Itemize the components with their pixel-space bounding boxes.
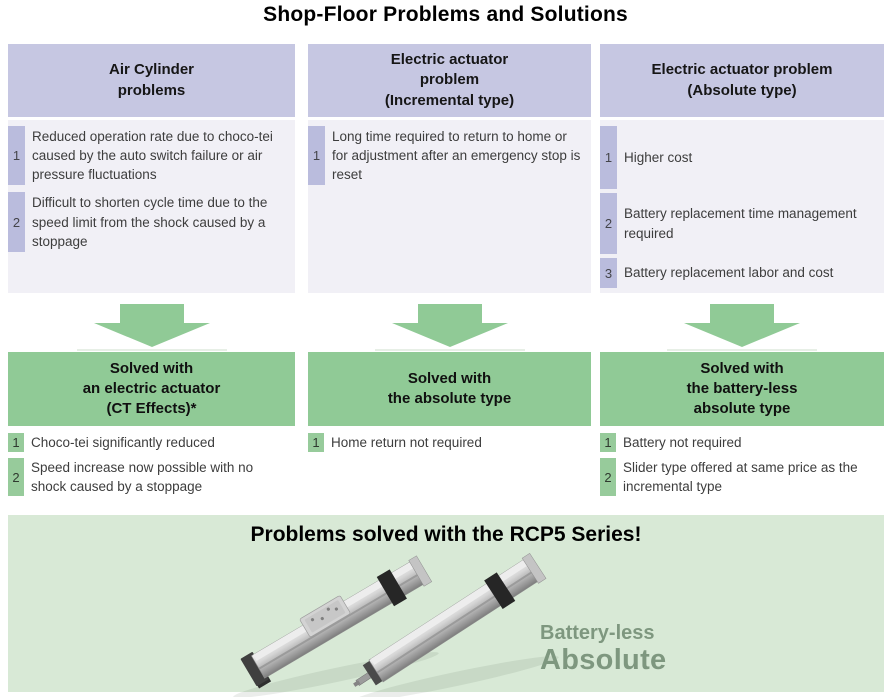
problem-item: 1 Higher cost xyxy=(600,126,881,189)
solution-header-electric-actuator: Solved with an electric actuator (CT Eff… xyxy=(8,352,295,426)
item-number: 1 xyxy=(600,433,616,453)
column-absolute-type: Electric actuator problem (Absolute type… xyxy=(600,44,884,512)
down-arrow-icon xyxy=(684,304,800,347)
item-number: 2 xyxy=(600,458,616,497)
solution-item: 1 Home return not required xyxy=(308,433,588,453)
item-text: Battery not required xyxy=(623,435,742,450)
column-incremental-type: Electric actuator problem (Incremental t… xyxy=(308,44,591,512)
absolute-text: Absolute xyxy=(540,644,667,677)
problem-list-incremental: 1 Long time required to return to home o… xyxy=(308,120,591,293)
item-text: Home return not required xyxy=(331,435,482,450)
down-arrow-icon xyxy=(93,304,210,347)
problem-header-incremental: Electric actuator problem (Incremental t… xyxy=(308,44,591,117)
item-number: 1 xyxy=(600,126,617,189)
solution-item: 1 Battery not required xyxy=(600,433,881,453)
item-text: Reduced operation rate due to choco-tei … xyxy=(32,129,273,183)
problem-list-air-cylinder: 1 Reduced operation rate due to choco-te… xyxy=(8,120,295,293)
item-number: 3 xyxy=(600,258,617,288)
solution-item: 2 Speed increase now possible with no sh… xyxy=(8,458,292,497)
slider-actuator xyxy=(240,555,433,689)
item-text: Speed increase now possible with no shoc… xyxy=(31,460,254,495)
item-number: 1 xyxy=(8,433,24,453)
item-text: Choco-tei significantly reduced xyxy=(31,435,215,450)
problem-item: 2 Battery replacement time management re… xyxy=(600,193,881,254)
solution-list-electric-actuator: 1 Choco-tei significantly reduced 2 Spee… xyxy=(8,426,295,512)
item-text: Slider type offered at same price as the… xyxy=(623,460,858,495)
columns-container: Air Cylinder problems 1 Reduced operatio… xyxy=(8,44,884,512)
item-number: 2 xyxy=(8,192,25,252)
solution-header-absolute-type: Solved with the absolute type xyxy=(308,352,591,426)
solution-item: 2 Slider type offered at same price as t… xyxy=(600,458,881,497)
item-text: Battery replacement labor and cost xyxy=(624,265,834,281)
actuator-product-image xyxy=(233,552,559,697)
battery-less-absolute-label: Battery-less Absolute xyxy=(540,622,666,677)
item-number: 2 xyxy=(8,458,24,497)
problem-header-absolute: Electric actuator problem (Absolute type… xyxy=(600,44,884,117)
rod-actuator xyxy=(353,552,547,687)
problem-item: 1 Long time required to return to home o… xyxy=(308,126,588,186)
solution-header-battery-less: Solved with the battery-less absolute ty… xyxy=(600,352,884,426)
problem-item: 1 Reduced operation rate due to choco-te… xyxy=(8,126,292,186)
column-air-cylinder: Air Cylinder problems 1 Reduced operatio… xyxy=(8,44,295,512)
item-text: Difficult to shorten cycle time due to t… xyxy=(32,195,268,249)
solution-list-absolute-type: 1 Home return not required xyxy=(308,426,591,512)
problem-list-absolute: 1 Higher cost 2 Battery replacement time… xyxy=(600,120,884,293)
rcp5-banner: Problems solved with the RCP5 Series! xyxy=(8,515,884,697)
item-number: 1 xyxy=(308,433,324,453)
down-arrow-icon xyxy=(391,304,508,347)
item-number: 2 xyxy=(600,193,617,254)
problem-item: 2 Difficult to shorten cycle time due to… xyxy=(8,192,292,252)
battery-less-text: Battery-less xyxy=(540,622,655,644)
item-text: Battery replacement time management requ… xyxy=(624,206,857,241)
item-number: 1 xyxy=(308,126,325,186)
arrow-zone xyxy=(308,293,591,352)
item-text: Long time required to return to home or … xyxy=(332,129,581,183)
problem-header-air-cylinder: Air Cylinder problems xyxy=(8,44,295,117)
arrow-zone xyxy=(600,293,884,352)
solution-item: 1 Choco-tei significantly reduced xyxy=(8,433,292,453)
page-title: Shop-Floor Problems and Solutions xyxy=(263,3,628,26)
arrow-zone xyxy=(8,293,295,352)
banner-title: Problems solved with the RCP5 Series! xyxy=(250,523,642,546)
item-text: Higher cost xyxy=(624,149,693,165)
solution-list-battery-less: 1 Battery not required 2 Slider type off… xyxy=(600,426,884,512)
item-number: 1 xyxy=(8,126,25,186)
problem-item: 3 Battery replacement labor and cost xyxy=(600,258,881,288)
